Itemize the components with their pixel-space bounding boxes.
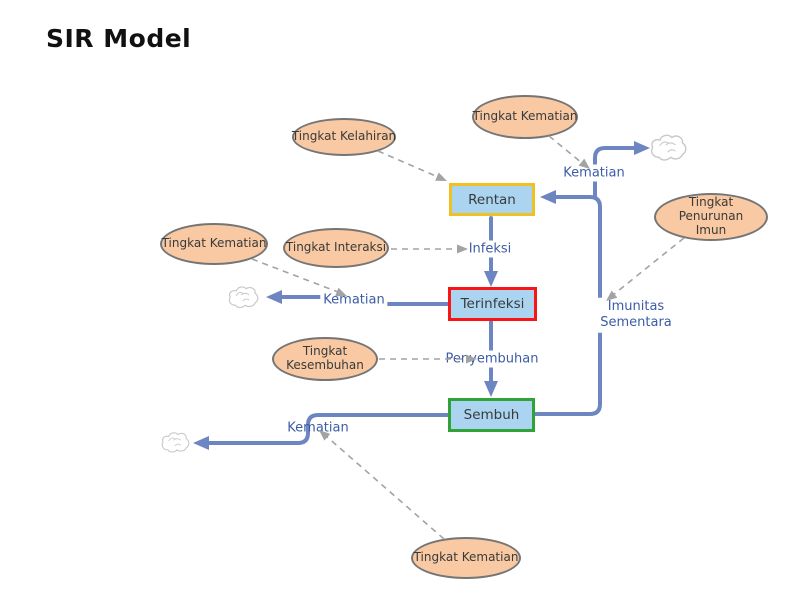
flow-label-infeksi: Infeksi — [465, 240, 515, 258]
flow-label-penyembuhan: Penyembuhan — [442, 350, 542, 368]
factor-ellipse-tingkat-kematian-left: Tingkat Kematian — [160, 223, 268, 265]
state-node-terinfeksi: Terinfeksi — [448, 287, 537, 321]
factor-label: Tingkat Kematian — [413, 550, 519, 565]
flow-kematian-rentan-arrowhead — [634, 141, 650, 155]
factor-ellipse-tingkat-kematian-bottom: Tingkat Kematian — [411, 537, 521, 579]
flow-infeksi-arrowhead — [484, 271, 498, 287]
flow-kematian-terinfeksi-arrowhead — [266, 290, 282, 304]
factor-ellipse-tingkat-kesembuhan: Tingkat Kesembuhan — [272, 337, 378, 381]
factor-ellipse-tingkat-kematian-top: Tingkat Kematian — [472, 95, 578, 139]
flow-imunitas-arrowhead — [540, 190, 556, 204]
state-node-rentan: Rentan — [449, 183, 535, 216]
flow-label-imunitas-sementara: Imunitas Sementara — [597, 297, 675, 333]
factor-label: Tingkat Kelahiran — [291, 129, 397, 144]
factor-label: Tingkat Kematian — [472, 109, 578, 124]
influence-kematian-top-line — [548, 135, 583, 164]
state-node-rentan-label: Rentan — [468, 191, 516, 208]
state-node-terinfeksi-label: Terinfeksi — [460, 296, 525, 312]
flow-kematian-sembuh-arrowhead — [193, 436, 209, 450]
influence-kelahiran-line — [377, 150, 439, 178]
death-cloud-bottom-icon — [161, 432, 190, 453]
factor-ellipse-tingkat-penurunan-imun: Tingkat Penurunan Imun — [654, 193, 768, 241]
factor-label: Tingkat Kematian — [161, 236, 267, 251]
flow-label-kematian-sembuh: Kematian — [287, 420, 349, 436]
diagram-title: SIR Model — [46, 24, 192, 53]
flow-penyembuhan-arrowhead — [484, 381, 498, 397]
factor-label: Tingkat Kesembuhan — [286, 344, 364, 372]
factor-label: Tingkat Penurunan Imun — [678, 195, 744, 237]
factor-ellipse-tingkat-interaksi: Tingkat Interaksi — [283, 228, 389, 268]
flow-label-kematian-terinfeksi: Kematian — [320, 291, 388, 309]
influence-kelahiran-arrowhead — [435, 172, 447, 181]
flow-label-kematian-rentan: Kematian — [560, 164, 628, 182]
factor-ellipse-tingkat-kelahiran: Tingkat Kelahiran — [292, 118, 396, 156]
factor-label: Tingkat Interaksi — [285, 240, 387, 255]
death-cloud-middle-icon — [228, 286, 259, 309]
state-node-sembuh: Sembuh — [448, 398, 535, 432]
flow-imunitas-line — [533, 195, 602, 416]
death-cloud-top-icon — [650, 134, 687, 161]
state-node-sembuh-label: Sembuh — [463, 407, 520, 423]
influence-penurunan-imun-line — [612, 237, 685, 296]
influence-kematian-bottom-line — [325, 435, 445, 540]
